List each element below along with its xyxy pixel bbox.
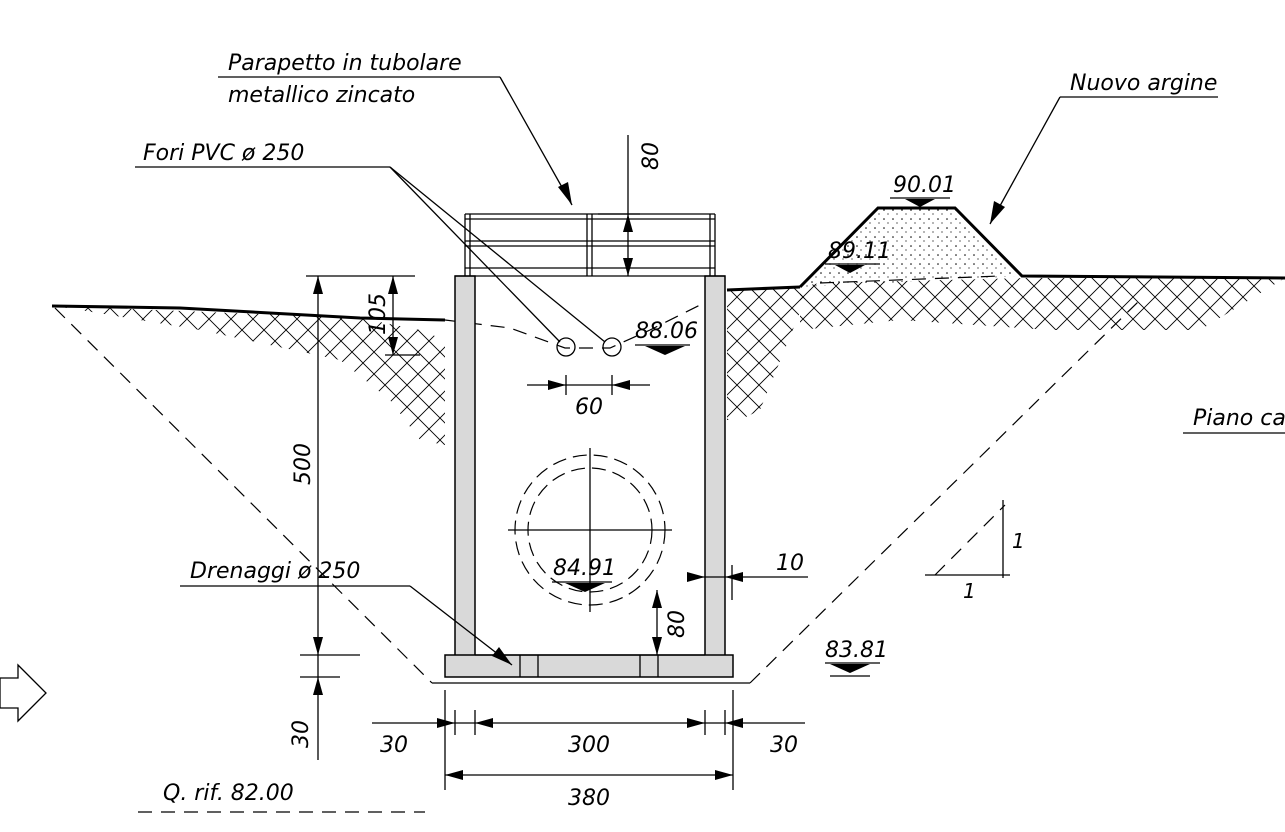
dim-base-thickness: 30 — [289, 720, 314, 748]
elevation-holes: 88.06 — [635, 319, 698, 344]
dim-wall-height: 500 — [291, 443, 316, 485]
flow-arrow-icon — [0, 663, 47, 723]
elevation-embankment-top: 90.01 — [893, 173, 956, 198]
dim-inner-width: 300 — [568, 733, 610, 758]
dim-wall-thickness: 10 — [776, 551, 804, 576]
channel-structure — [444, 275, 734, 678]
dim-pipe-clearance: 80 — [665, 610, 690, 638]
leader-lines — [135, 76, 1285, 666]
parapet-label-line2: metallico zincato — [228, 83, 415, 108]
dimension-lines — [300, 135, 808, 790]
new-embankment-label: Nuovo argine — [1070, 71, 1217, 96]
ground-plane-label: Piano ca — [1193, 406, 1285, 431]
right-wall — [704, 275, 726, 657]
parapet-label-line1: Parapetto in tubolare — [228, 51, 462, 76]
pvc-holes — [556, 337, 622, 357]
ground-line — [51, 285, 801, 349]
drains-label: Drenaggi ø 250 — [190, 559, 360, 584]
elevation-embankment-base: 89.11 — [828, 239, 891, 264]
elevation-foundation: 83.81 — [825, 638, 888, 663]
pipe-section — [508, 448, 672, 612]
dim-left-offset: 30 — [380, 733, 408, 758]
reference-level-label: Q. rif. 82.00 — [163, 781, 294, 806]
excavation-slopes — [54, 299, 1141, 684]
slope-indicator — [925, 500, 1010, 578]
dim-hole-spacing: 60 — [575, 395, 603, 420]
dim-hole-depth: 105 — [366, 293, 391, 335]
dim-parapet-height: 80 — [639, 142, 664, 170]
parapet-railing — [455, 213, 725, 277]
dim-total-width: 380 — [568, 786, 610, 811]
slope-horizontal: 1 — [963, 579, 976, 603]
dim-right-offset: 30 — [770, 733, 798, 758]
holes-label: Fori PVC ø 250 — [143, 141, 304, 166]
base-slab — [444, 654, 734, 678]
slope-vertical: 1 — [1012, 529, 1025, 553]
soil-hatching — [55, 278, 1285, 445]
left-wall — [454, 275, 476, 657]
level-symbols — [552, 197, 950, 677]
elevation-pipe-axis: 84.91 — [553, 556, 616, 581]
